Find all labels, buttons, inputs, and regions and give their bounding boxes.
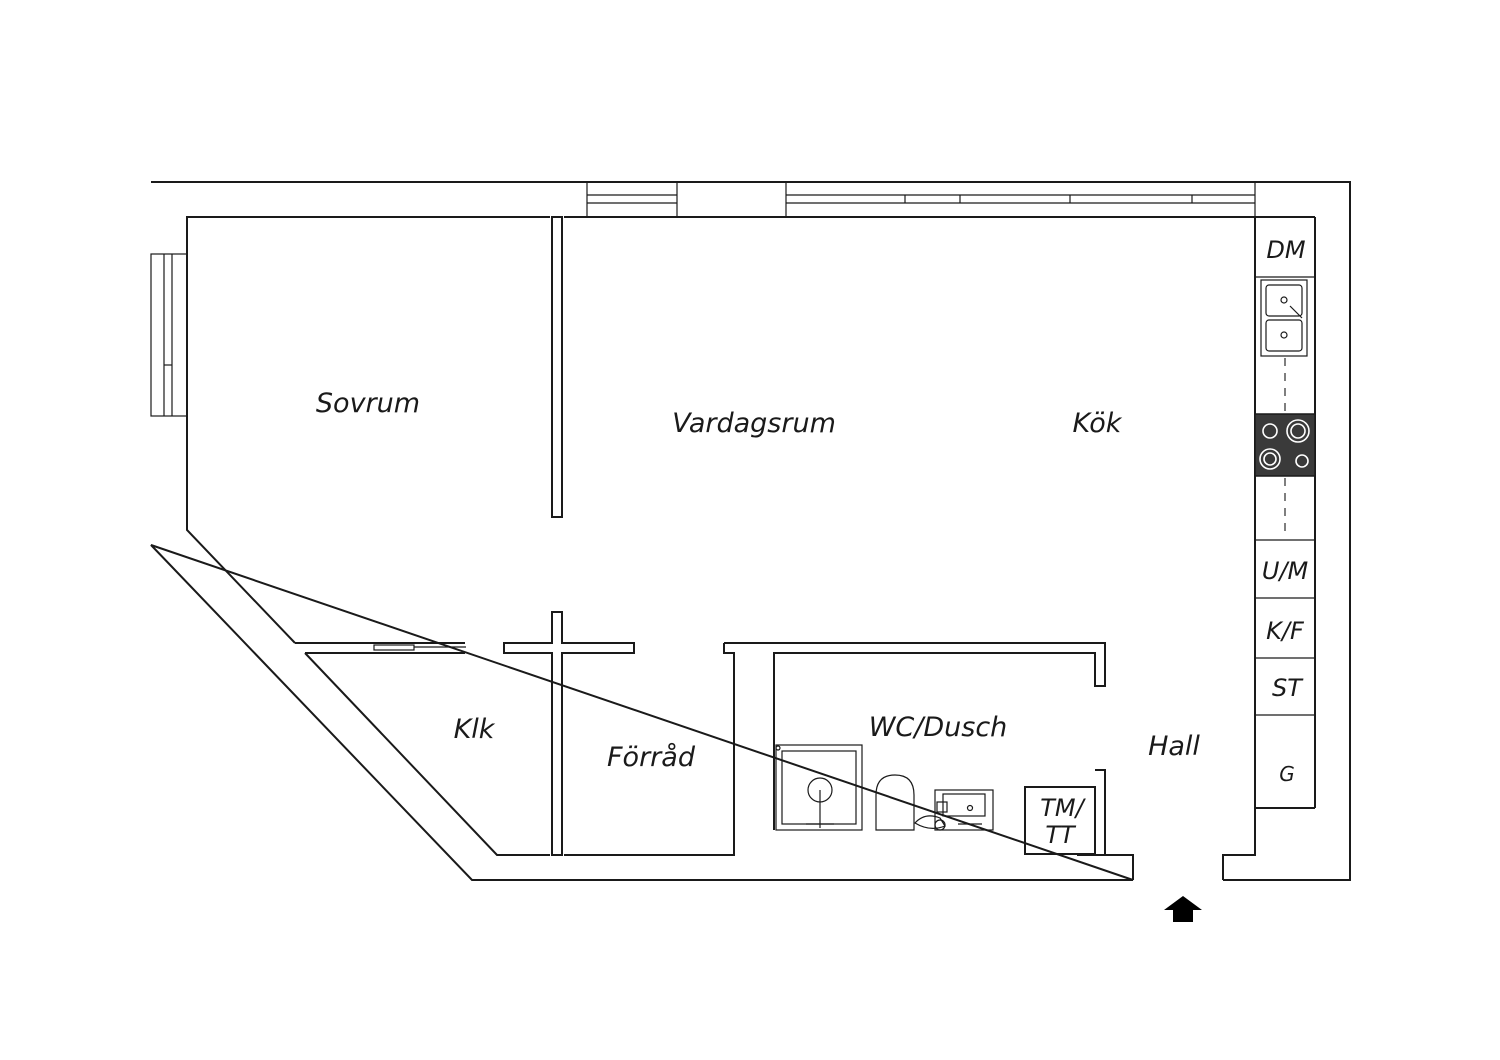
inner-wall-right (1222, 217, 1256, 880)
cross-wall (503, 611, 635, 856)
unit-label-kf: K/F (1266, 617, 1305, 645)
toilet-icon (875, 774, 915, 831)
shower-icon (775, 744, 863, 831)
klk-wall (295, 642, 466, 654)
wc-walls (724, 642, 1106, 830)
unit-label-g: G (1279, 762, 1295, 786)
room-label-forrad: Förråd (607, 742, 696, 773)
unit-label-dm: DM (1266, 236, 1305, 264)
window-top-long (785, 181, 1256, 218)
laundry-label-line1: TM/ (1040, 794, 1086, 822)
inner-wall-diagonal (304, 652, 550, 856)
laundry-label-line2: TT (1045, 821, 1077, 849)
window-top-left (586, 181, 678, 218)
room-label-sovrum: Sovrum (316, 388, 420, 419)
arrow-up-icon (1164, 896, 1202, 922)
room-label-vardagsrum: Vardagsrum (672, 408, 836, 439)
window-left (150, 253, 188, 417)
sink-icon (1260, 279, 1308, 357)
room-label-klk: Klk (454, 714, 496, 745)
washbasin-icon (914, 789, 994, 831)
room-label-wc: WC/Dusch (869, 712, 1008, 743)
kitchen-counter (1255, 217, 1316, 809)
outer-wall (150, 181, 1351, 881)
unit-label-um: U/M (1262, 557, 1309, 585)
inner-wall-left (186, 216, 550, 644)
hob-icon (1254, 413, 1316, 477)
room-label-hall: Hall (1148, 731, 1200, 762)
room-label-kok: Kök (1073, 408, 1123, 439)
forrad-wall (564, 643, 735, 856)
unit-label-st: ST (1272, 674, 1304, 702)
laundry-box (1024, 786, 1096, 855)
partition-sovrum (551, 216, 563, 518)
